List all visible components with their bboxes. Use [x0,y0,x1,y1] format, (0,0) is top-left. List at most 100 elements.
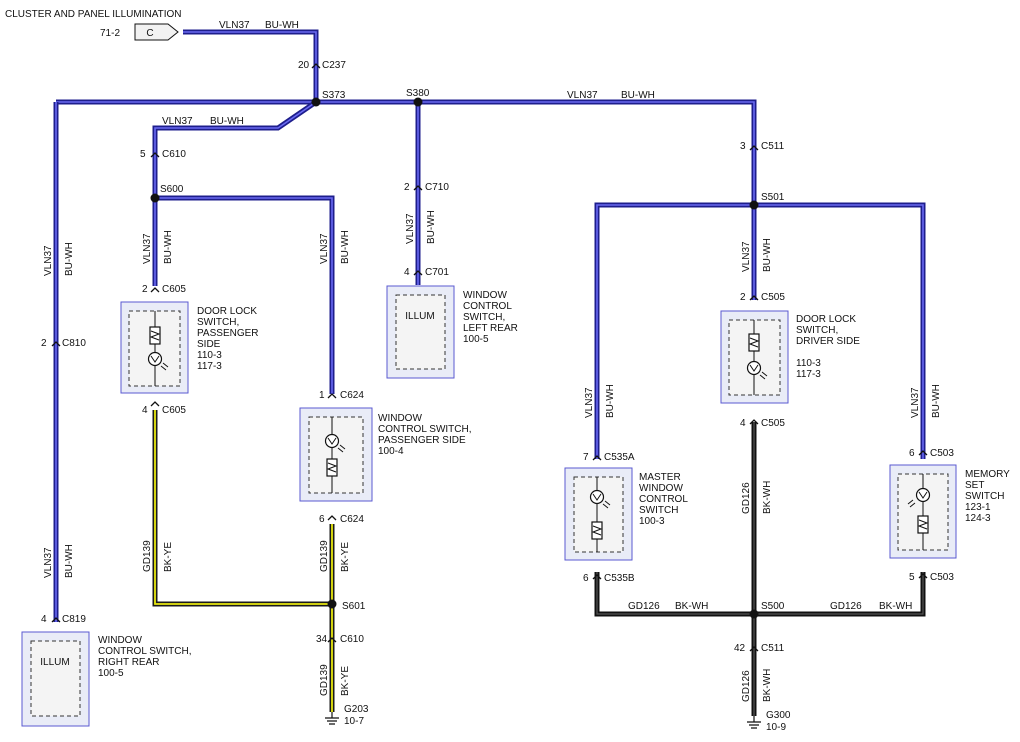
c605-top-pin: 2 [142,284,148,295]
wire-color-main: BU-WH [621,90,655,101]
c511-top-name: C511 [761,141,785,152]
vlabel-gd126-mid-color: BK-WH [762,481,773,514]
c505-bottom-pin: 4 [740,418,746,429]
vlabel-gd139-low-color: BK-YE [340,666,351,696]
vlabel-c505-color: BU-WH [762,238,773,272]
component-memory-set [889,464,957,559]
memory-set-line-2: SET [965,480,984,491]
window-right-rear-line-4: 100-5 [98,668,124,679]
c605-bottom-name: C605 [162,405,186,416]
bk-ye-wires [152,410,335,712]
window-right-rear-text: WINDOW CONTROL SWITCH, RIGHT REAR 100-5 [98,635,192,679]
s373-label: S373 [322,90,346,101]
c503-top-name: C503 [930,448,954,459]
source-ref: 71-2 [100,28,120,39]
master-window-line-1: MASTER [639,472,681,483]
door-lock-passenger-line-2: SWITCH, [197,317,239,328]
door-lock-driver-line-3: DRIVER SIDE [796,336,860,347]
window-passenger-text: WINDOW CONTROL SWITCH, PASSENGER SIDE 10… [378,413,472,457]
c535a-pin: 7 [583,452,589,463]
connector-c624-bottom-mark [327,515,337,521]
c505-top-pin: 2 [740,292,746,303]
c810-name: C810 [62,338,86,349]
bk-wh-wires [594,422,926,716]
c610-top-name: C610 [162,149,186,160]
splice-s600 [150,193,160,203]
c511-top-pin: 3 [740,141,746,152]
window-right-rear-line-1: WINDOW [98,635,142,646]
connector-c511-top-mark [749,145,759,151]
c610-bottom-name: C610 [340,634,364,645]
wire-color-bk-left: BK-WH [675,601,708,612]
door-lock-passenger-line-6: 117-3 [197,361,222,372]
window-left-rear-line-5: 100-5 [463,334,489,345]
c511-bottom-pin: 42 [734,643,746,654]
connector-c237-mark [311,63,321,69]
connector-c535a-mark [592,455,602,461]
vlabel-left-lower-color: BU-WH [64,544,75,578]
wire-circuit-branch: VLN37 [162,116,193,127]
wire-circuit-bk-right: GD126 [830,601,862,612]
vlabel-c624-circuit: VLN37 [319,233,330,264]
c503-bottom-name: C503 [930,572,954,583]
window-right-rear-line-2: CONTROL SWITCH, [98,646,192,657]
window-passenger-line-2: CONTROL SWITCH, [378,424,472,435]
vertical-wire-labels: VLN37 BU-WH VLN37 BU-WH VLN37 BU-WH VLN3… [43,210,942,702]
g300-name: G300 [766,710,791,721]
window-passenger-line-1: WINDOW [378,413,422,424]
splice-s601 [327,599,337,609]
door-lock-passenger-line-1: DOOR LOCK [197,306,257,317]
g203-ref: 10-7 [344,716,364,727]
s601-label: S601 [342,601,366,612]
component-window-right-rear: ILLUM [21,631,90,727]
master-window-line-4: SWITCH [639,505,678,516]
s501-label: S501 [761,192,785,203]
c701-pin: 4 [404,267,410,278]
wire-circuit-top: VLN37 [219,20,250,31]
c511-bottom-name: C511 [761,643,785,654]
vlabel-c701-color: BU-WH [426,210,437,244]
memory-set-line-1: MEMORY [965,469,1010,480]
component-door-lock-driver [720,310,789,404]
vlabel-gd139-left-color: BK-YE [163,542,174,572]
door-lock-passenger-line-3: PASSENGER [197,328,259,339]
connector-c505-bottom-mark [749,419,759,425]
connector-marks [51,63,928,652]
c819-name: C819 [62,614,86,625]
c710-pin: 2 [404,182,410,193]
vlabel-left-upper-color: BU-WH [64,242,75,276]
vlabel-c605-color: BU-WH [163,230,174,264]
c535b-name: C535B [604,573,635,584]
vlabel-c503-circuit: VLN37 [910,387,921,418]
vlabel-c605-circuit: VLN37 [142,233,153,264]
c505-top-name: C505 [761,292,785,303]
memory-set-line-4: 123-1 [965,502,991,513]
window-left-rear-line-3: SWITCH, [463,312,505,323]
window-left-rear-illum-label: ILLUM [405,311,434,322]
vlabel-c701-circuit: VLN37 [405,213,416,244]
s500-label: S500 [761,601,785,612]
connector-c503-bottom-mark [918,573,928,579]
door-lock-driver-text: DOOR LOCK SWITCH, DRIVER SIDE 110-3 117-… [796,314,860,380]
connector-c605-top-mark [150,287,160,293]
memory-set-line-5: 124-3 [965,513,991,524]
vlabel-left-upper-circuit: VLN37 [43,245,54,276]
c503-top-pin: 6 [909,448,915,459]
vlabel-c505-circuit: VLN37 [741,241,752,272]
vlabel-gd126-low-color: BK-WH [762,669,773,702]
diagram-title: CLUSTER AND PANEL ILLUMINATION [5,9,182,20]
connector-c511-bottom-mark [749,646,759,652]
c819-pin: 4 [41,614,47,625]
door-lock-driver-line-2: SWITCH, [796,325,838,336]
vlabel-gd126-low-circuit: GD126 [741,670,752,702]
door-lock-driver-line-5: 110-3 [796,358,821,369]
vlabel-c535a-color: BU-WH [605,384,616,418]
connector-c701-mark [413,270,423,276]
connector-c810-mark [51,341,61,347]
vlabel-gd126-mid-circuit: GD126 [741,482,752,514]
connector-c505-top-mark [749,295,759,301]
splice-s373 [311,97,321,107]
s380-label: S380 [406,88,430,99]
vlabel-c535a-circuit: VLN37 [584,387,595,418]
text-labels: CLUSTER AND PANEL ILLUMINATION VLN37 BU-… [5,9,1010,733]
